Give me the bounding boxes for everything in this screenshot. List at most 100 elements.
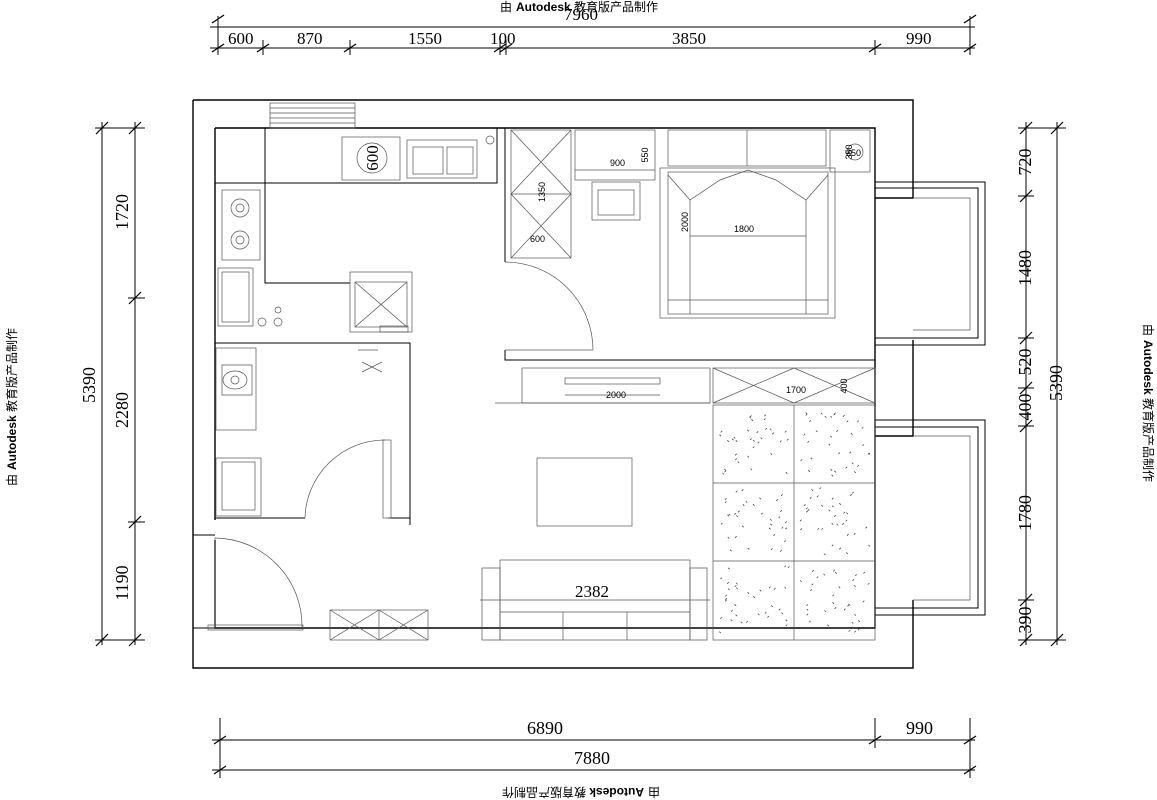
tatami-speck	[749, 416, 752, 419]
tatami-speck	[727, 514, 730, 517]
left-dim-total: 5390	[79, 367, 99, 403]
tatami-speck	[734, 585, 737, 588]
outer-walls	[192, 99, 914, 669]
tatami-speck	[845, 466, 848, 469]
tatami-speck	[751, 419, 754, 422]
tatami-speck	[853, 585, 856, 588]
tatami-speck	[747, 592, 750, 595]
tatami-speck	[805, 510, 808, 513]
tatami-speck	[734, 453, 737, 456]
tatami-speck	[785, 624, 788, 627]
tatami-speck	[809, 420, 812, 423]
shower	[349, 271, 413, 333]
tatami-speck	[730, 609, 733, 612]
tatami-speck	[769, 428, 772, 431]
tatami-speck	[816, 576, 819, 579]
tatami-speck	[729, 549, 732, 552]
tatami-speck	[851, 462, 854, 465]
tatami-speck	[805, 413, 808, 416]
tatami-speck	[847, 604, 850, 607]
tatami-speck	[811, 488, 814, 491]
toilet	[221, 364, 253, 396]
tatami-speck	[803, 504, 806, 507]
tatami-speck	[846, 420, 849, 423]
nightstand-label-b: 350	[846, 148, 861, 158]
tatami-speck	[843, 511, 846, 514]
tatami-speck	[735, 440, 738, 443]
tatami-speck	[833, 413, 836, 416]
bottom-dim-inner: 6890	[527, 718, 563, 738]
tatami-speck	[857, 628, 860, 631]
tatami-speck	[824, 610, 827, 613]
tatami-speck	[725, 594, 728, 597]
tatami-speck	[784, 586, 787, 589]
tatami-speck	[806, 604, 809, 607]
tatami-speck	[821, 504, 824, 507]
right-dim-5: 390	[1015, 607, 1035, 634]
tatami-speck	[726, 581, 729, 584]
top-dim-4: 3850	[672, 29, 706, 48]
tatami-speck	[747, 429, 750, 432]
tatami-speck	[842, 414, 845, 417]
bed-length-label: 2000	[680, 212, 690, 232]
tatami-speck	[724, 498, 727, 501]
tatami-speck	[730, 619, 733, 622]
tatami-speck	[727, 567, 730, 570]
tatami-speck	[760, 437, 763, 440]
tatami-speck	[800, 459, 803, 462]
watermark-top-prefix: 由	[500, 0, 512, 14]
tatami-speck	[778, 516, 781, 519]
top-dim-total: 7960	[564, 5, 598, 24]
tatami-speck	[724, 501, 727, 504]
top-dim-1: 870	[297, 29, 323, 48]
tatami-speck	[768, 586, 771, 589]
desk	[574, 129, 656, 181]
bed	[659, 167, 836, 319]
bottom-dimension-line: 6890 990 7880	[212, 718, 977, 778]
tv-cabinet-label: 2000	[606, 390, 626, 400]
tatami-speck	[734, 512, 737, 515]
top-dimension-line: 600 870 1550 100 3850 990 7960	[210, 5, 977, 55]
tatami-speck	[808, 470, 811, 473]
burner-icon	[230, 198, 250, 218]
tatami-speck	[735, 587, 738, 590]
tatami-speck	[720, 430, 723, 433]
nightstand	[829, 129, 871, 173]
bottom-dim-total: 7880	[574, 748, 610, 768]
tatami-speck	[745, 500, 748, 503]
tatami-speck	[809, 496, 812, 499]
tatami-speck	[742, 504, 745, 507]
tatami-speck	[741, 525, 744, 528]
right-dim-3: 400	[1015, 394, 1035, 421]
tatami-speck	[733, 436, 736, 439]
top-dim-2: 1550	[408, 29, 442, 48]
tatami-speck	[823, 573, 826, 576]
left-dim-2: 1190	[112, 565, 132, 600]
tatami-speck	[749, 438, 752, 441]
watermark-right: 由 Autodesk 教育版产品制作	[1141, 324, 1156, 482]
tatami-speck	[759, 497, 762, 500]
tatami-speck	[843, 608, 846, 611]
tatami-speck	[784, 565, 787, 568]
tatami-speck	[752, 503, 755, 506]
tatami-speck	[830, 415, 833, 418]
stove	[221, 189, 261, 261]
watermark-right-brand: Autodesk	[1141, 340, 1155, 395]
tatami-speck	[848, 629, 851, 632]
tatami-speck	[785, 619, 788, 622]
top-dim-0: 600	[228, 29, 254, 48]
tatami-speck	[806, 613, 809, 616]
tatami-speck	[824, 415, 827, 418]
tatami-speck	[728, 513, 731, 516]
watermark-bottom-prefix: 由	[648, 785, 660, 799]
tatami-speck	[838, 586, 841, 589]
tatami-speck	[857, 420, 860, 423]
tatami-speck	[727, 588, 730, 591]
bathroom	[215, 342, 411, 525]
tatami-speck	[816, 495, 819, 498]
tatami-speck	[780, 494, 783, 497]
tatami-speck	[838, 452, 841, 455]
watermark-bottom-brand: Autodesk	[589, 785, 644, 799]
tatami-speck	[724, 470, 727, 473]
tatami-speck	[734, 604, 737, 607]
